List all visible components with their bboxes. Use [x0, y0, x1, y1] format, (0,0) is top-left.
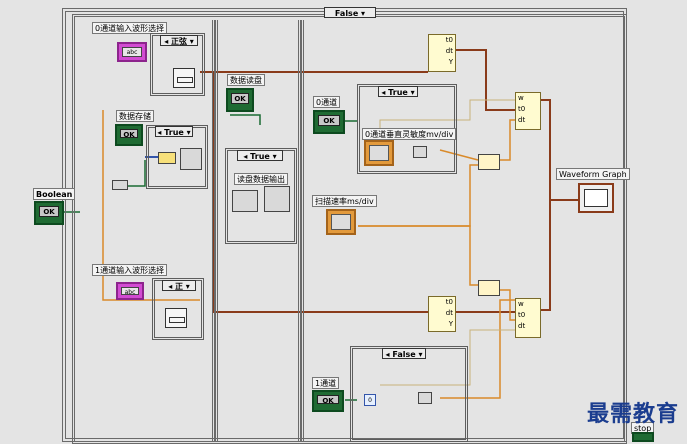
case-selector-wave1[interactable]: ◂ 正 ▾: [162, 280, 196, 291]
dt-label-3: dt: [445, 309, 453, 317]
wave-wire-d: [540, 200, 551, 311]
data-read-ok-button[interactable]: OK: [231, 93, 249, 104]
data-read-terminal[interactable]: OK: [226, 88, 254, 112]
case-selector-ch0[interactable]: ◂ True ▾: [378, 86, 418, 97]
enum-display: abc: [122, 47, 142, 57]
dbl-wire-dt: [500, 119, 515, 161]
boolean-terminal[interactable]: OK: [34, 201, 64, 225]
case-structure-wave0[interactable]: [150, 33, 205, 96]
zero-constant: 0: [364, 394, 376, 406]
sweep-knob-glyph: [331, 214, 351, 230]
frame-divider-2: [298, 20, 304, 442]
tan-wire-1: [379, 99, 515, 140]
data-store-ok-button[interactable]: OK: [120, 129, 138, 139]
w-label-2: w: [518, 300, 524, 308]
t0-label: t0: [445, 36, 453, 44]
multiply-node-ch1: [418, 392, 432, 404]
data-store-label: 数据存储: [116, 110, 154, 122]
t0-label-4: t0: [518, 311, 526, 319]
enum-display-ch1: abc: [121, 287, 139, 296]
sweep-rate-terminal[interactable]: [326, 209, 356, 235]
boolean-label: Boolean: [33, 188, 76, 200]
outer-case-selector-label: False: [334, 9, 359, 18]
knob-glyph: [369, 145, 389, 161]
outer-case-selector[interactable]: False ▾: [324, 7, 376, 18]
ch0-terminal[interactable]: OK: [313, 110, 345, 134]
ch0-sensitivity-terminal[interactable]: [364, 140, 394, 166]
dt-label-4: dt: [518, 322, 526, 330]
case-structure-wave1[interactable]: [152, 278, 204, 340]
disk-output-label: 读盘数据输出: [234, 173, 288, 185]
ch1-ok-button[interactable]: OK: [317, 395, 339, 405]
data-store-terminal[interactable]: OK: [115, 124, 143, 146]
multiply-node: [413, 146, 427, 158]
ch0-ok-button[interactable]: OK: [318, 115, 340, 126]
dt-label: dt: [445, 47, 453, 55]
ch1-terminal[interactable]: OK: [312, 390, 344, 412]
dbl-wire-mul: [439, 149, 479, 161]
data-read-label: 数据读盘: [227, 74, 265, 86]
dbl-wire-dt2: [500, 289, 515, 321]
sine-wave-subvi[interactable]: [173, 68, 195, 88]
sine-wave-glyph: [177, 77, 193, 83]
case-selector-wave0-label: 正弦: [171, 37, 187, 46]
case-selector-ch0-label: True: [388, 88, 408, 97]
dt-label-2: dt: [518, 116, 526, 124]
ch0-sensitivity-label: 0通道垂直灵敏度mv/div: [362, 128, 457, 140]
get-waveform-components-top[interactable]: t0 dt Y: [428, 34, 456, 72]
divide-node: [478, 154, 500, 170]
build-waveform-bottom[interactable]: w t0 dt: [515, 298, 541, 338]
case-selector-ch1[interactable]: ◂ False ▾: [382, 348, 426, 359]
wave-subvi-ch1[interactable]: [165, 308, 187, 328]
y-label-3: Y: [448, 320, 453, 328]
case-selector-display[interactable]: ◂ True ▾: [237, 150, 283, 161]
ch0-wave-select-label: 0通道输入波形选择: [92, 22, 168, 34]
bool-wire-read: [230, 114, 261, 125]
boolean-ok-button[interactable]: OK: [39, 206, 59, 217]
case-selector-display-label: True: [250, 152, 270, 161]
t0-label-3: t0: [445, 298, 453, 306]
dbl-wire-ch1: [440, 299, 515, 399]
bundle-node: [112, 180, 128, 190]
w-label: w: [518, 94, 524, 102]
ch0-label: 0通道: [313, 96, 341, 108]
wave-wire-a: [456, 49, 515, 111]
ch1-wave-select-terminal[interactable]: abc: [116, 282, 144, 300]
case-structure-display[interactable]: [225, 148, 297, 244]
bool-wire-store: [128, 160, 146, 187]
watermark: 最需教育: [586, 401, 679, 427]
sweep-rate-label: 扫描速率ms/div: [312, 195, 377, 207]
case-structure-ch1[interactable]: [350, 346, 468, 442]
case-selector-ch1-label: False: [392, 350, 416, 359]
divide-node-2: [478, 280, 500, 296]
enum-constant: [158, 152, 176, 164]
dbl-wire-1: [102, 110, 200, 301]
frame-divider-1: [212, 20, 218, 442]
case-selector-wave1-label: 正: [175, 282, 183, 291]
ch1-wave-select-label: 1通道输入波形选择: [92, 264, 168, 276]
ch1-label: 1通道: [312, 377, 340, 389]
ch0-wave-select-terminal[interactable]: abc: [117, 42, 147, 62]
wave-wire-c: [540, 99, 580, 201]
waveform-graph-label: Waveform Graph: [556, 168, 630, 180]
case-selector-wave0[interactable]: ◂ 正弦 ▾: [160, 35, 198, 46]
get-waveform-components-bottom[interactable]: t0 dt Y: [428, 296, 456, 332]
stop-terminal[interactable]: [632, 432, 654, 442]
t0-label-2: t0: [518, 105, 526, 113]
graph-glyph: [584, 189, 608, 207]
waveform-graph-terminal[interactable]: [578, 183, 614, 213]
read-file-subvi[interactable]: [232, 190, 258, 212]
y-label: Y: [448, 58, 453, 66]
build-waveform-top[interactable]: w t0 dt: [515, 92, 541, 130]
disk-output-indicator: [264, 186, 290, 212]
case-selector-store-label: True: [164, 128, 184, 137]
case-selector-store[interactable]: ◂ True ▾: [155, 126, 193, 137]
write-file-subvi[interactable]: [180, 148, 202, 170]
wave-glyph-ch1: [169, 317, 185, 323]
tan-wire-2: [380, 329, 515, 386]
dbl-wire-sweep2: [358, 225, 478, 286]
